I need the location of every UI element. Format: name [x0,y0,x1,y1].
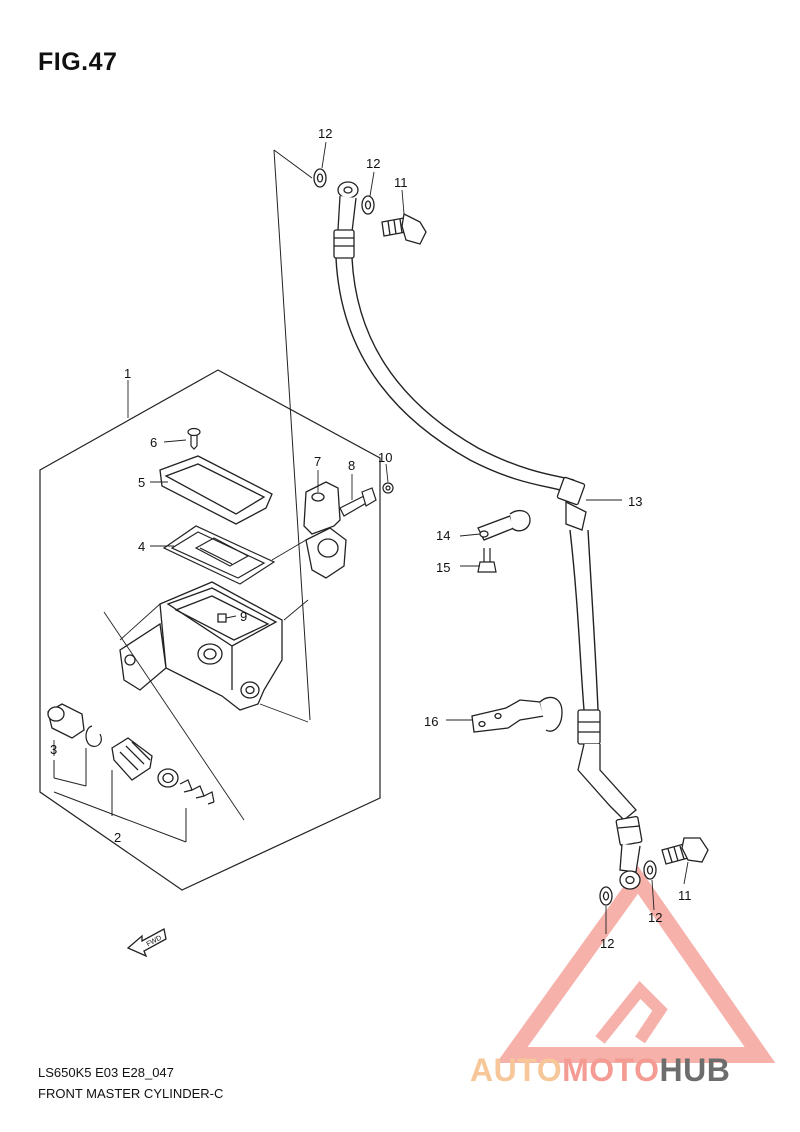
washer-bottom-a [599,886,613,906]
clamp-bolt [339,487,377,517]
watermark-moto: MOTO [562,1052,660,1088]
callout-13: 13 [628,494,642,509]
lower-brake-hose [569,529,599,711]
piston-cup [157,768,179,788]
watermark-hub: HUB [659,1052,731,1088]
hose-joint-lower [577,709,643,847]
washer-top-a [313,168,327,188]
cap-screw [187,427,201,450]
callout-leader-lines [53,141,689,934]
callout-12-bottom-a: 12 [600,936,614,951]
piston-set-bracket [53,748,187,843]
union-bolt-top [381,213,427,245]
figure-title: FIG.47 [38,48,118,76]
hose-joint-upper [556,476,587,531]
union-bolt-bottom [661,837,709,865]
callout-1: 1 [124,366,131,381]
callout-16: 16 [424,714,438,729]
diagram-name: FRONT MASTER CYLINDER-C [38,1086,224,1101]
handlebar-clamp [303,481,347,579]
callout-9: 9 [240,609,247,624]
hose-guide-lines [273,149,313,721]
watermark-inner-shape [595,981,668,1044]
callout-3: 3 [50,742,57,757]
callout-7: 7 [314,454,321,469]
watermark-logo: AUTOMOTOHUB [470,1052,730,1089]
callout-6: 6 [150,435,157,450]
upper-banjo-fitting [333,181,359,259]
callout-2: 2 [114,830,121,845]
watermark-triangle [496,866,776,1063]
callout-5: 5 [138,475,145,490]
washer-top-b [361,195,375,215]
exploded-projection-lines [103,539,309,821]
hose-bracket [471,696,563,733]
diagram-code: LS650K5 E03 E28_047 [38,1065,174,1080]
callout-8: 8 [348,458,355,473]
clamp-bolt-small [477,548,497,573]
callout-12-top-b: 12 [366,156,380,171]
watermark-auto: AUTO [470,1052,563,1088]
upper-brake-hose [335,257,575,493]
callout-12-top-a: 12 [318,126,332,141]
piston [111,737,153,781]
diaphragm-plate [162,525,276,585]
forward-direction-arrow: FWD [126,928,167,958]
callout-11-top: 11 [394,175,408,190]
callout-12-bottom-b: 12 [648,910,662,925]
master-cylinder-body [119,581,283,711]
washer-bottom-b [643,860,657,880]
callout-15: 15 [436,560,450,575]
assembly-outline [39,369,381,891]
callout-14: 14 [436,528,450,543]
lower-banjo-fitting [619,843,641,890]
reservoir-cap [159,455,273,525]
fwd-label: FWD [146,935,163,949]
hose-clamp [477,509,531,541]
callout-4: 4 [138,539,145,554]
circlip [85,725,102,747]
small-nut [382,482,394,494]
callout-10: 10 [378,450,392,465]
piston-boot [47,703,85,739]
piston-spring [179,779,215,805]
callout-11-bottom: 11 [678,888,692,903]
